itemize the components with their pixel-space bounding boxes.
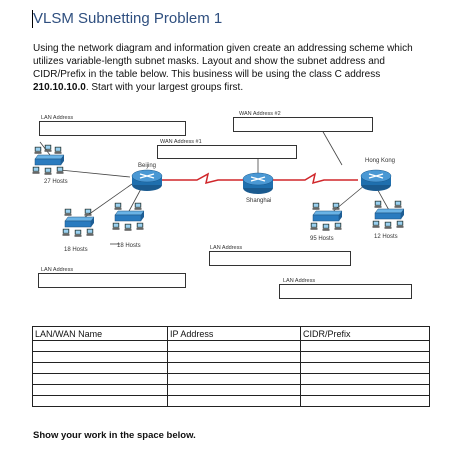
- table-cell[interactable]: [32, 351, 168, 363]
- router-hongkong-icon: [360, 169, 392, 192]
- hosts-label-18b: 18 Hosts: [117, 243, 141, 249]
- wan2-address-box[interactable]: [233, 117, 373, 132]
- wan1-address-label: WAN Address #1: [160, 139, 202, 145]
- table-cell[interactable]: [167, 384, 301, 396]
- lan-27-hosts: [32, 144, 65, 176]
- subnet-table: LAN/WAN Name IP Address CIDR/Prefix: [32, 326, 430, 407]
- table-cell[interactable]: [32, 395, 168, 407]
- hosts-label-27: 27 Hosts: [44, 179, 68, 185]
- footer-instruction: Show your work in the space below.: [33, 430, 196, 441]
- router-beijing-icon: [131, 169, 163, 192]
- table-body: [32, 340, 430, 407]
- table-cell[interactable]: [167, 395, 301, 407]
- table-cell[interactable]: [32, 362, 168, 374]
- page-title: VLSM Subnetting Problem 1: [33, 10, 223, 27]
- lan-address-label-3: LAN Address: [41, 267, 74, 273]
- intro-paragraph: Using the network diagram and informatio…: [33, 42, 433, 94]
- table-cell[interactable]: [32, 340, 168, 352]
- table-cell[interactable]: [300, 373, 430, 385]
- lan-12-hosts: [372, 200, 405, 230]
- table-row: [32, 362, 430, 374]
- intro-text-after: . Start with your largest groups first.: [85, 82, 244, 93]
- lan-address-box-4[interactable]: [279, 284, 412, 299]
- lan-95-hosts: [310, 202, 343, 232]
- lan-address-label-2: LAN Address: [210, 245, 243, 251]
- table-cell[interactable]: [300, 362, 430, 374]
- lan-address-box-2[interactable]: [209, 251, 351, 266]
- table-cell[interactable]: [300, 340, 430, 352]
- table-cell[interactable]: [167, 373, 301, 385]
- col-header-name: LAN/WAN Name: [32, 326, 168, 341]
- router-label-beijing: Beijing: [138, 163, 157, 169]
- col-header-cidr: CIDR/Prefix: [300, 326, 430, 341]
- table-cell[interactable]: [300, 351, 430, 363]
- table-row: [32, 373, 430, 385]
- table-cell[interactable]: [32, 373, 168, 385]
- table-cell[interactable]: [32, 384, 168, 396]
- col-header-ip: IP Address: [167, 326, 301, 341]
- wan-links: [162, 172, 358, 185]
- lan-address-box-1[interactable]: [39, 121, 186, 136]
- lan-address-label-1: LAN Address: [41, 115, 74, 121]
- table-cell[interactable]: [167, 351, 301, 363]
- lan-address-box-3[interactable]: [38, 273, 186, 288]
- table-row: [32, 340, 430, 352]
- intro-text-before: Using the network diagram and informatio…: [33, 43, 413, 80]
- table-row: [32, 395, 430, 407]
- table-row: [32, 351, 430, 363]
- lan-18-hosts-a: [62, 208, 95, 238]
- lan-address-label-4: LAN Address: [283, 278, 316, 284]
- hosts-label-18a: 18 Hosts: [64, 247, 88, 253]
- table-cell[interactable]: [167, 362, 301, 374]
- table-row: [32, 384, 430, 396]
- router-label-shanghai: Shanghai: [246, 198, 272, 204]
- lan-18-hosts-b: [112, 202, 145, 232]
- wan2-address-label: WAN Address #2: [239, 111, 281, 117]
- hosts-label-95: 95 Hosts: [310, 236, 334, 242]
- table-cell[interactable]: [300, 395, 430, 407]
- router-shanghai-icon: [242, 172, 274, 195]
- router-label-hongkong: Hong Kong: [365, 158, 396, 164]
- wan1-address-box[interactable]: [157, 145, 297, 159]
- table-cell[interactable]: [167, 340, 301, 352]
- text-cursor: [32, 10, 33, 28]
- intro-address: 210.10.10.0: [33, 82, 86, 93]
- hosts-label-12: 12 Hosts: [374, 234, 398, 240]
- table-header-row: LAN/WAN Name IP Address CIDR/Prefix: [32, 326, 430, 341]
- table-cell[interactable]: [300, 384, 430, 396]
